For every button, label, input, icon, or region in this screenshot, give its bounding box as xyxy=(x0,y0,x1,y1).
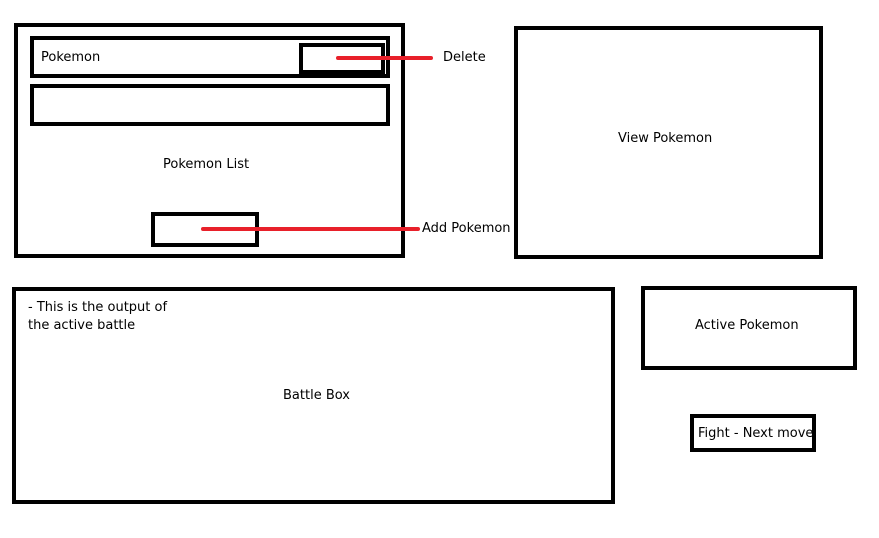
battle-box-label: Battle Box xyxy=(283,388,350,403)
active-pokemon-label: Active Pokemon xyxy=(695,318,799,333)
delete-annotation: Delete xyxy=(443,50,486,65)
active-pokemon-panel xyxy=(641,286,857,370)
view-pokemon-label: View Pokemon xyxy=(618,131,713,146)
delete-connector-line xyxy=(336,56,433,60)
fight-next-move-button[interactable] xyxy=(690,414,816,452)
fight-next-move-label: Fight - Next move xyxy=(698,426,814,441)
add-pokemon-connector-line xyxy=(201,227,420,231)
pokemon-list-item[interactable] xyxy=(30,84,390,126)
view-pokemon-panel xyxy=(514,26,823,259)
battle-box-panel xyxy=(12,287,615,504)
battle-box-note-line-2: the active battle xyxy=(28,318,136,333)
pokemon-list-item-label: Pokemon xyxy=(41,50,101,65)
add-pokemon-annotation: Add Pokemon xyxy=(422,221,511,236)
battle-box-note-line-1: - This is the output of xyxy=(28,300,168,315)
pokemon-list-label: Pokemon List xyxy=(163,157,250,172)
